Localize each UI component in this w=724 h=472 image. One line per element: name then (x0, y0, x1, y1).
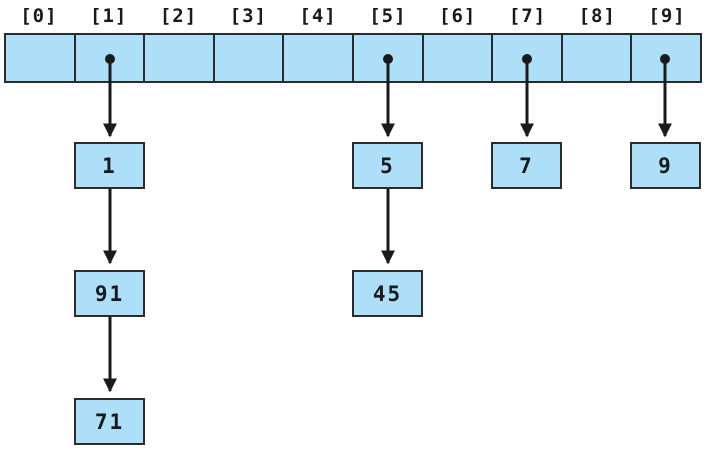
index-label-2: [2] (159, 5, 198, 27)
bucket-cell-4 (284, 35, 354, 81)
bucket-cell-3 (214, 35, 285, 81)
index-label-4: [4] (299, 5, 337, 27)
index-label-7: [7] (508, 5, 547, 27)
bucket-cell-5 (353, 35, 424, 81)
index-label-9: [9] (648, 5, 686, 27)
chain-node-bucket7-value7: 7 (491, 142, 562, 189)
chain-node-bucket9-value9: 9 (630, 142, 701, 189)
index-label-3: [3] (229, 5, 267, 27)
bucket-cell-7 (493, 35, 563, 81)
index-label-0: [0] (20, 5, 58, 27)
chain-node-bucket1-value1: 1 (74, 142, 145, 189)
chain-node-bucket1-value91: 91 (74, 270, 145, 317)
index-label-5: [5] (369, 5, 407, 27)
chain-node-bucket5-value45: 45 (352, 270, 423, 317)
bucket-cell-6 (423, 35, 494, 81)
chain-node-bucket1-value71: 71 (74, 398, 145, 445)
index-label-8: [8] (578, 5, 616, 27)
bucket-cell-0 (6, 35, 76, 81)
index-label-6: [6] (439, 5, 477, 27)
bucket-cell-8 (562, 35, 633, 81)
bucket-cell-9 (632, 35, 700, 81)
bucket-array (4, 33, 702, 83)
chain-node-bucket5-value5: 5 (352, 142, 423, 189)
index-label-row: [0] [1] [2] [3] [4] [5] [6] [7] [8] [9] (4, 2, 702, 30)
bucket-cell-2 (145, 35, 215, 81)
bucket-cell-1 (75, 35, 146, 81)
index-label-1: [1] (90, 5, 128, 27)
